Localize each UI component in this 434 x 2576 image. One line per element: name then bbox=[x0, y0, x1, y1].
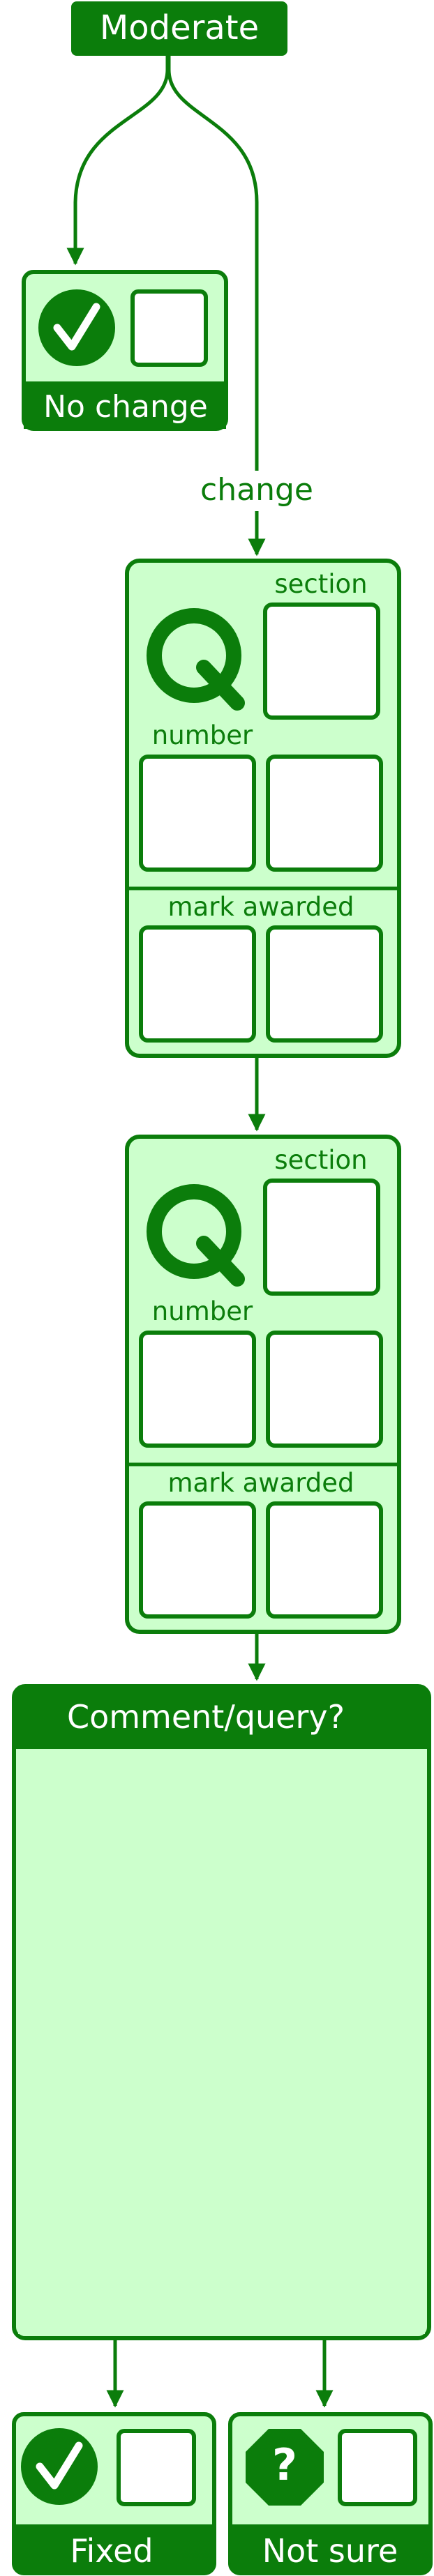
q-letter-icon bbox=[147, 1184, 245, 1287]
svg-text:?: ? bbox=[272, 2439, 297, 2490]
question-block-1: section number mark awarded bbox=[125, 559, 401, 1058]
no-change-checkbox[interactable] bbox=[130, 289, 208, 367]
section-label: section bbox=[274, 569, 367, 599]
number-box-2[interactable] bbox=[266, 755, 383, 872]
check-circle-icon bbox=[38, 289, 115, 366]
mark-awarded-label: mark awarded bbox=[167, 892, 354, 922]
question-block-2: section number mark awarded bbox=[125, 1135, 401, 1634]
no-change-label: No change bbox=[43, 389, 208, 425]
section-box[interactable] bbox=[263, 603, 380, 720]
mark-awarded-label: mark awarded bbox=[167, 1468, 354, 1498]
mark-box-2[interactable] bbox=[266, 925, 383, 1043]
not-sure-footer bbox=[230, 2524, 431, 2573]
comment-node: Comment/query? bbox=[12, 1684, 431, 2340]
comment-textarea[interactable] bbox=[18, 1750, 425, 2334]
moderate-label: Moderate bbox=[100, 8, 259, 47]
change-label-bg bbox=[188, 471, 324, 511]
fixed-node[interactable]: Fixed bbox=[12, 2412, 216, 2575]
moderate-node[interactable]: Moderate bbox=[71, 1, 287, 56]
number-box-1[interactable] bbox=[139, 1331, 256, 1448]
mark-box-1[interactable] bbox=[139, 925, 256, 1043]
number-label: number bbox=[152, 1296, 253, 1326]
number-label: number bbox=[152, 720, 253, 750]
mark-box-2[interactable] bbox=[266, 1501, 383, 1619]
fixed-checkbox[interactable] bbox=[117, 2429, 196, 2506]
fixed-label: Fixed bbox=[70, 2532, 153, 2570]
fixed-footer bbox=[14, 2524, 214, 2573]
not-sure-label: Not sure bbox=[262, 2532, 398, 2570]
q-letter-icon bbox=[147, 608, 245, 711]
section-box[interactable] bbox=[263, 1179, 380, 1296]
check-circle-icon bbox=[21, 2428, 98, 2505]
comment-header bbox=[14, 1686, 429, 1749]
change-label: change bbox=[200, 472, 313, 508]
section-label: section bbox=[274, 1145, 367, 1175]
number-box-1[interactable] bbox=[139, 755, 256, 872]
connector-change bbox=[167, 56, 266, 556]
question-octagon-icon: ? bbox=[246, 2429, 324, 2506]
connector-to-no-change bbox=[66, 56, 170, 266]
not-sure-checkbox[interactable] bbox=[338, 2429, 417, 2506]
mark-box-1[interactable] bbox=[139, 1501, 256, 1619]
comment-title: Comment/query? bbox=[67, 1698, 345, 1736]
no-change-node[interactable]: No change bbox=[22, 270, 228, 431]
number-box-2[interactable] bbox=[266, 1331, 383, 1448]
not-sure-node[interactable]: ? Not sure bbox=[228, 2412, 433, 2575]
